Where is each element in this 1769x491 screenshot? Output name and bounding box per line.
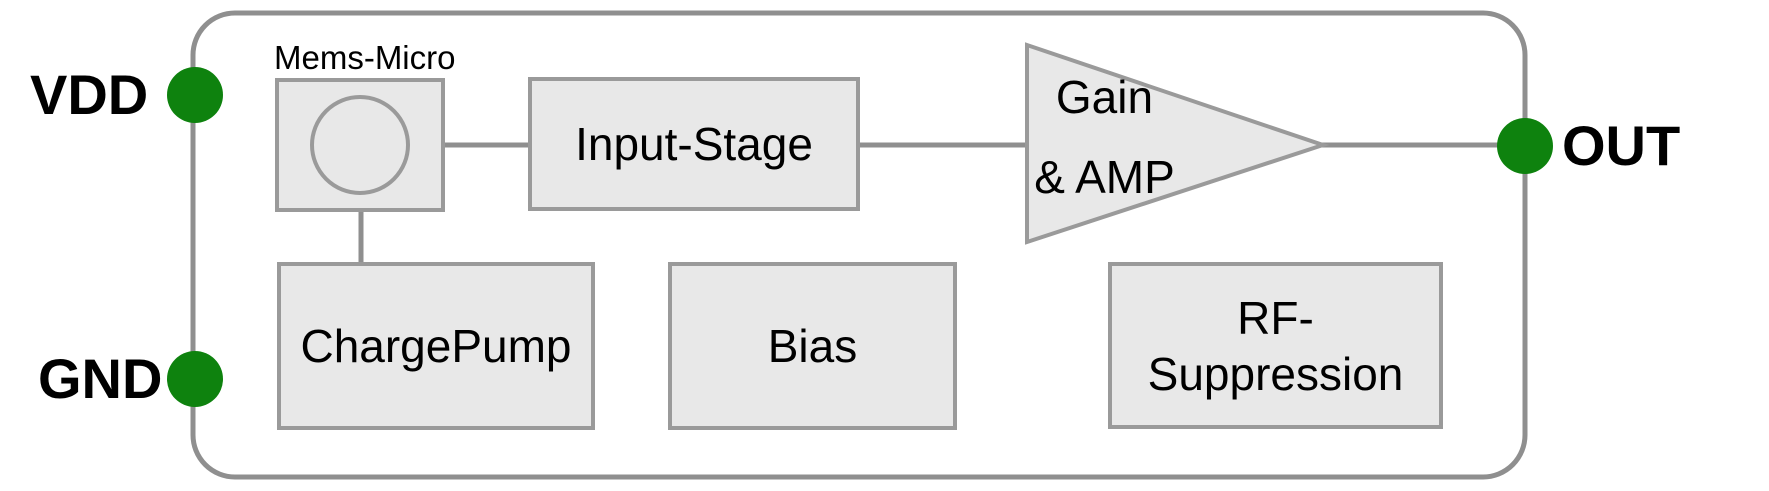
input-stage-block: Input-Stage	[528, 77, 860, 211]
mems-membrane-circle-icon	[310, 95, 410, 195]
amplifier-label-line1: Gain	[1055, 71, 1154, 123]
amplifier-label: Gain & AMP	[1022, 57, 1187, 217]
input-stage-label: Input-Stage	[575, 118, 813, 170]
amplifier-label-line2: & AMP	[1034, 151, 1175, 203]
rf-suppression-block: RF- Suppression	[1108, 262, 1443, 429]
out-label: OUT	[1562, 114, 1681, 177]
amplifier-triangle-icon	[1025, 42, 1330, 245]
vdd-label: VDD	[30, 63, 149, 126]
bias-label: Bias	[767, 320, 858, 372]
chip-boundary	[190, 10, 1528, 480]
chargepump-block: ChargePump	[277, 262, 595, 430]
rf-suppression-label: RF- Suppression	[1148, 290, 1404, 402]
rf-suppression-label-line1: RF-	[1237, 291, 1314, 344]
out-pin	[1497, 118, 1553, 174]
mems-micro-label: Mems-Micro	[274, 39, 456, 76]
rf-suppression-label-line2: Suppression	[1147, 347, 1404, 400]
bias-block: Bias	[668, 262, 957, 430]
chargepump-label: ChargePump	[300, 320, 572, 372]
mems-micro-block	[275, 78, 445, 212]
vdd-pin	[167, 67, 223, 123]
gnd-pin	[167, 351, 223, 407]
gnd-label: GND	[38, 347, 163, 410]
